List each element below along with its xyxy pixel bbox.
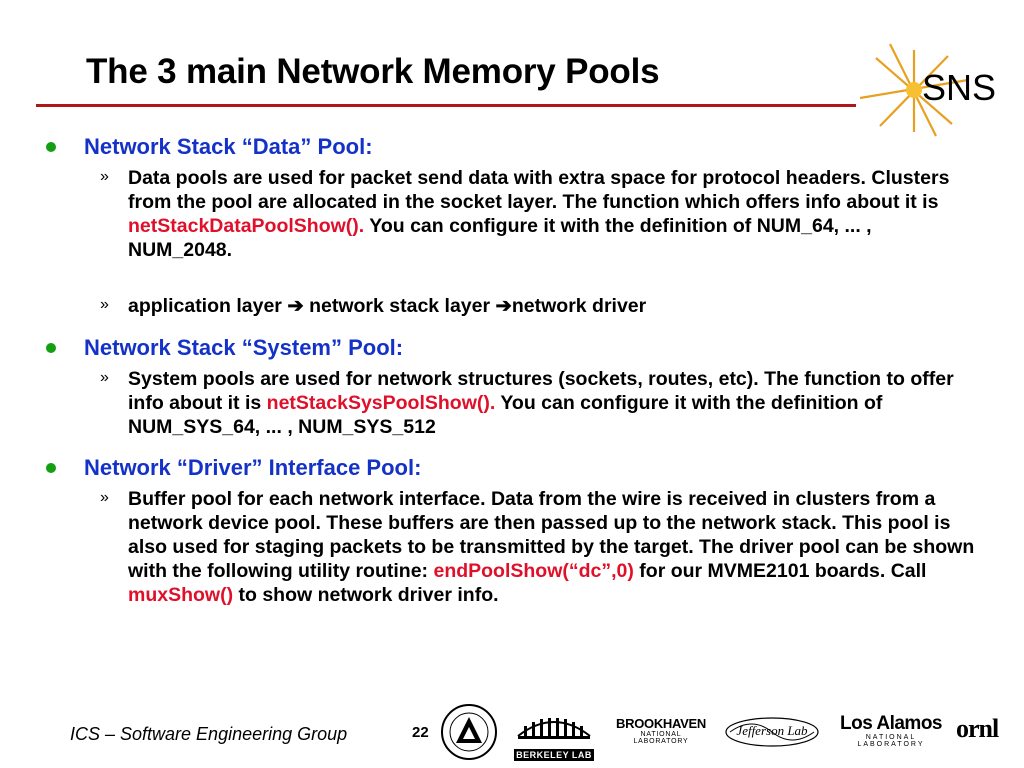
- los-alamos-logo: Los Alamos NATIONAL LABORATORY: [836, 713, 946, 749]
- text-run: network driver: [511, 295, 647, 317]
- bullet-heading: Network Stack “System” Pool:: [84, 335, 404, 360]
- bullet-dot-icon: [46, 142, 56, 152]
- sub-bullet-data-flow: » application layer ➔ network stack laye…: [100, 294, 980, 318]
- page-number: 22: [412, 724, 429, 741]
- sns-logo-icon: SNS: [859, 43, 996, 137]
- function-name: muxShow(): [128, 584, 234, 606]
- sub-bullet-marker-icon: »: [100, 489, 109, 506]
- text-run: Buffer pool for each network interface. …: [128, 488, 975, 582]
- los-alamos-subtitle: NATIONAL LABORATORY: [857, 734, 925, 748]
- arrow-right-icon: ➔: [495, 295, 512, 317]
- sub-bullet-data-pool-desc: » Data pools are used for packet send da…: [100, 166, 980, 262]
- text-run: System pools are used for network struct…: [128, 368, 954, 414]
- berkeley-lab-logo: BERKELEY LAB: [514, 706, 594, 761]
- brookhaven-subtitle: NATIONAL LABORATORY: [633, 731, 689, 745]
- text-run: Data pools are used for packet send data…: [128, 167, 950, 213]
- sub-bullet-text: Buffer pool for each network interface. …: [128, 487, 980, 607]
- argonne-seal-icon: [441, 704, 497, 760]
- function-name: netStackDataPoolShow().: [128, 215, 365, 237]
- bullet-dot-icon: [46, 343, 56, 353]
- jefferson-swirl-icon: [725, 717, 819, 747]
- berkeley-lab-text: BERKELEY LAB: [514, 749, 594, 761]
- bullet-dot-icon: [46, 463, 56, 473]
- berkeley-building-icon: [517, 718, 591, 739]
- sub-bullet-marker-icon: »: [100, 369, 109, 386]
- sub-bullet-text: System pools are used for network struct…: [128, 367, 980, 439]
- sub-bullet-text: Data pools are used for packet send data…: [128, 166, 980, 262]
- text-run: You can configure it with the definition…: [128, 392, 883, 438]
- los-alamos-name: Los Alamos: [840, 713, 943, 734]
- brookhaven-name: BROOKHAVEN: [616, 716, 706, 731]
- ornl-logo: ornl: [956, 714, 999, 743]
- bullet-heading: Network Stack “Data” Pool:: [84, 134, 373, 159]
- text-run: You can configure it with the definition…: [128, 215, 872, 261]
- jefferson-lab-logo: Jefferson Lab: [722, 712, 822, 752]
- function-name: netStackSysPoolShow().: [266, 392, 496, 414]
- sub-bullet-system-pool-desc: » System pools are used for network stru…: [100, 367, 980, 439]
- footer-group-name: ICS – Software Engineering Group: [70, 724, 348, 744]
- sub-bullet-marker-icon: »: [100, 296, 109, 313]
- title-underline: [36, 104, 856, 107]
- sub-bullet-marker-icon: »: [100, 168, 109, 185]
- function-name: endPoolShow(“dc”,0): [433, 560, 634, 582]
- sns-logo-text: SNS: [922, 67, 996, 108]
- sub-bullet-text: application layer ➔ network stack layer …: [128, 294, 980, 318]
- text-run: for our MVME2101 boards. Call: [633, 560, 927, 582]
- text-run: to show network driver info.: [233, 584, 499, 606]
- arrow-right-icon: ➔: [287, 295, 304, 317]
- text-run: application layer: [128, 295, 288, 317]
- slide-title: The 3 main Network Memory Pools: [86, 52, 660, 91]
- bullet-heading: Network “Driver” Interface Pool:: [84, 455, 422, 480]
- jefferson-lab-text: Jefferson Lab: [736, 723, 808, 738]
- sub-bullet-driver-pool-desc: » Buffer pool for each network interface…: [100, 487, 980, 607]
- brookhaven-logo: BROOKHAVEN NATIONAL LABORATORY: [613, 716, 709, 745]
- text-run: network stack layer: [303, 295, 496, 317]
